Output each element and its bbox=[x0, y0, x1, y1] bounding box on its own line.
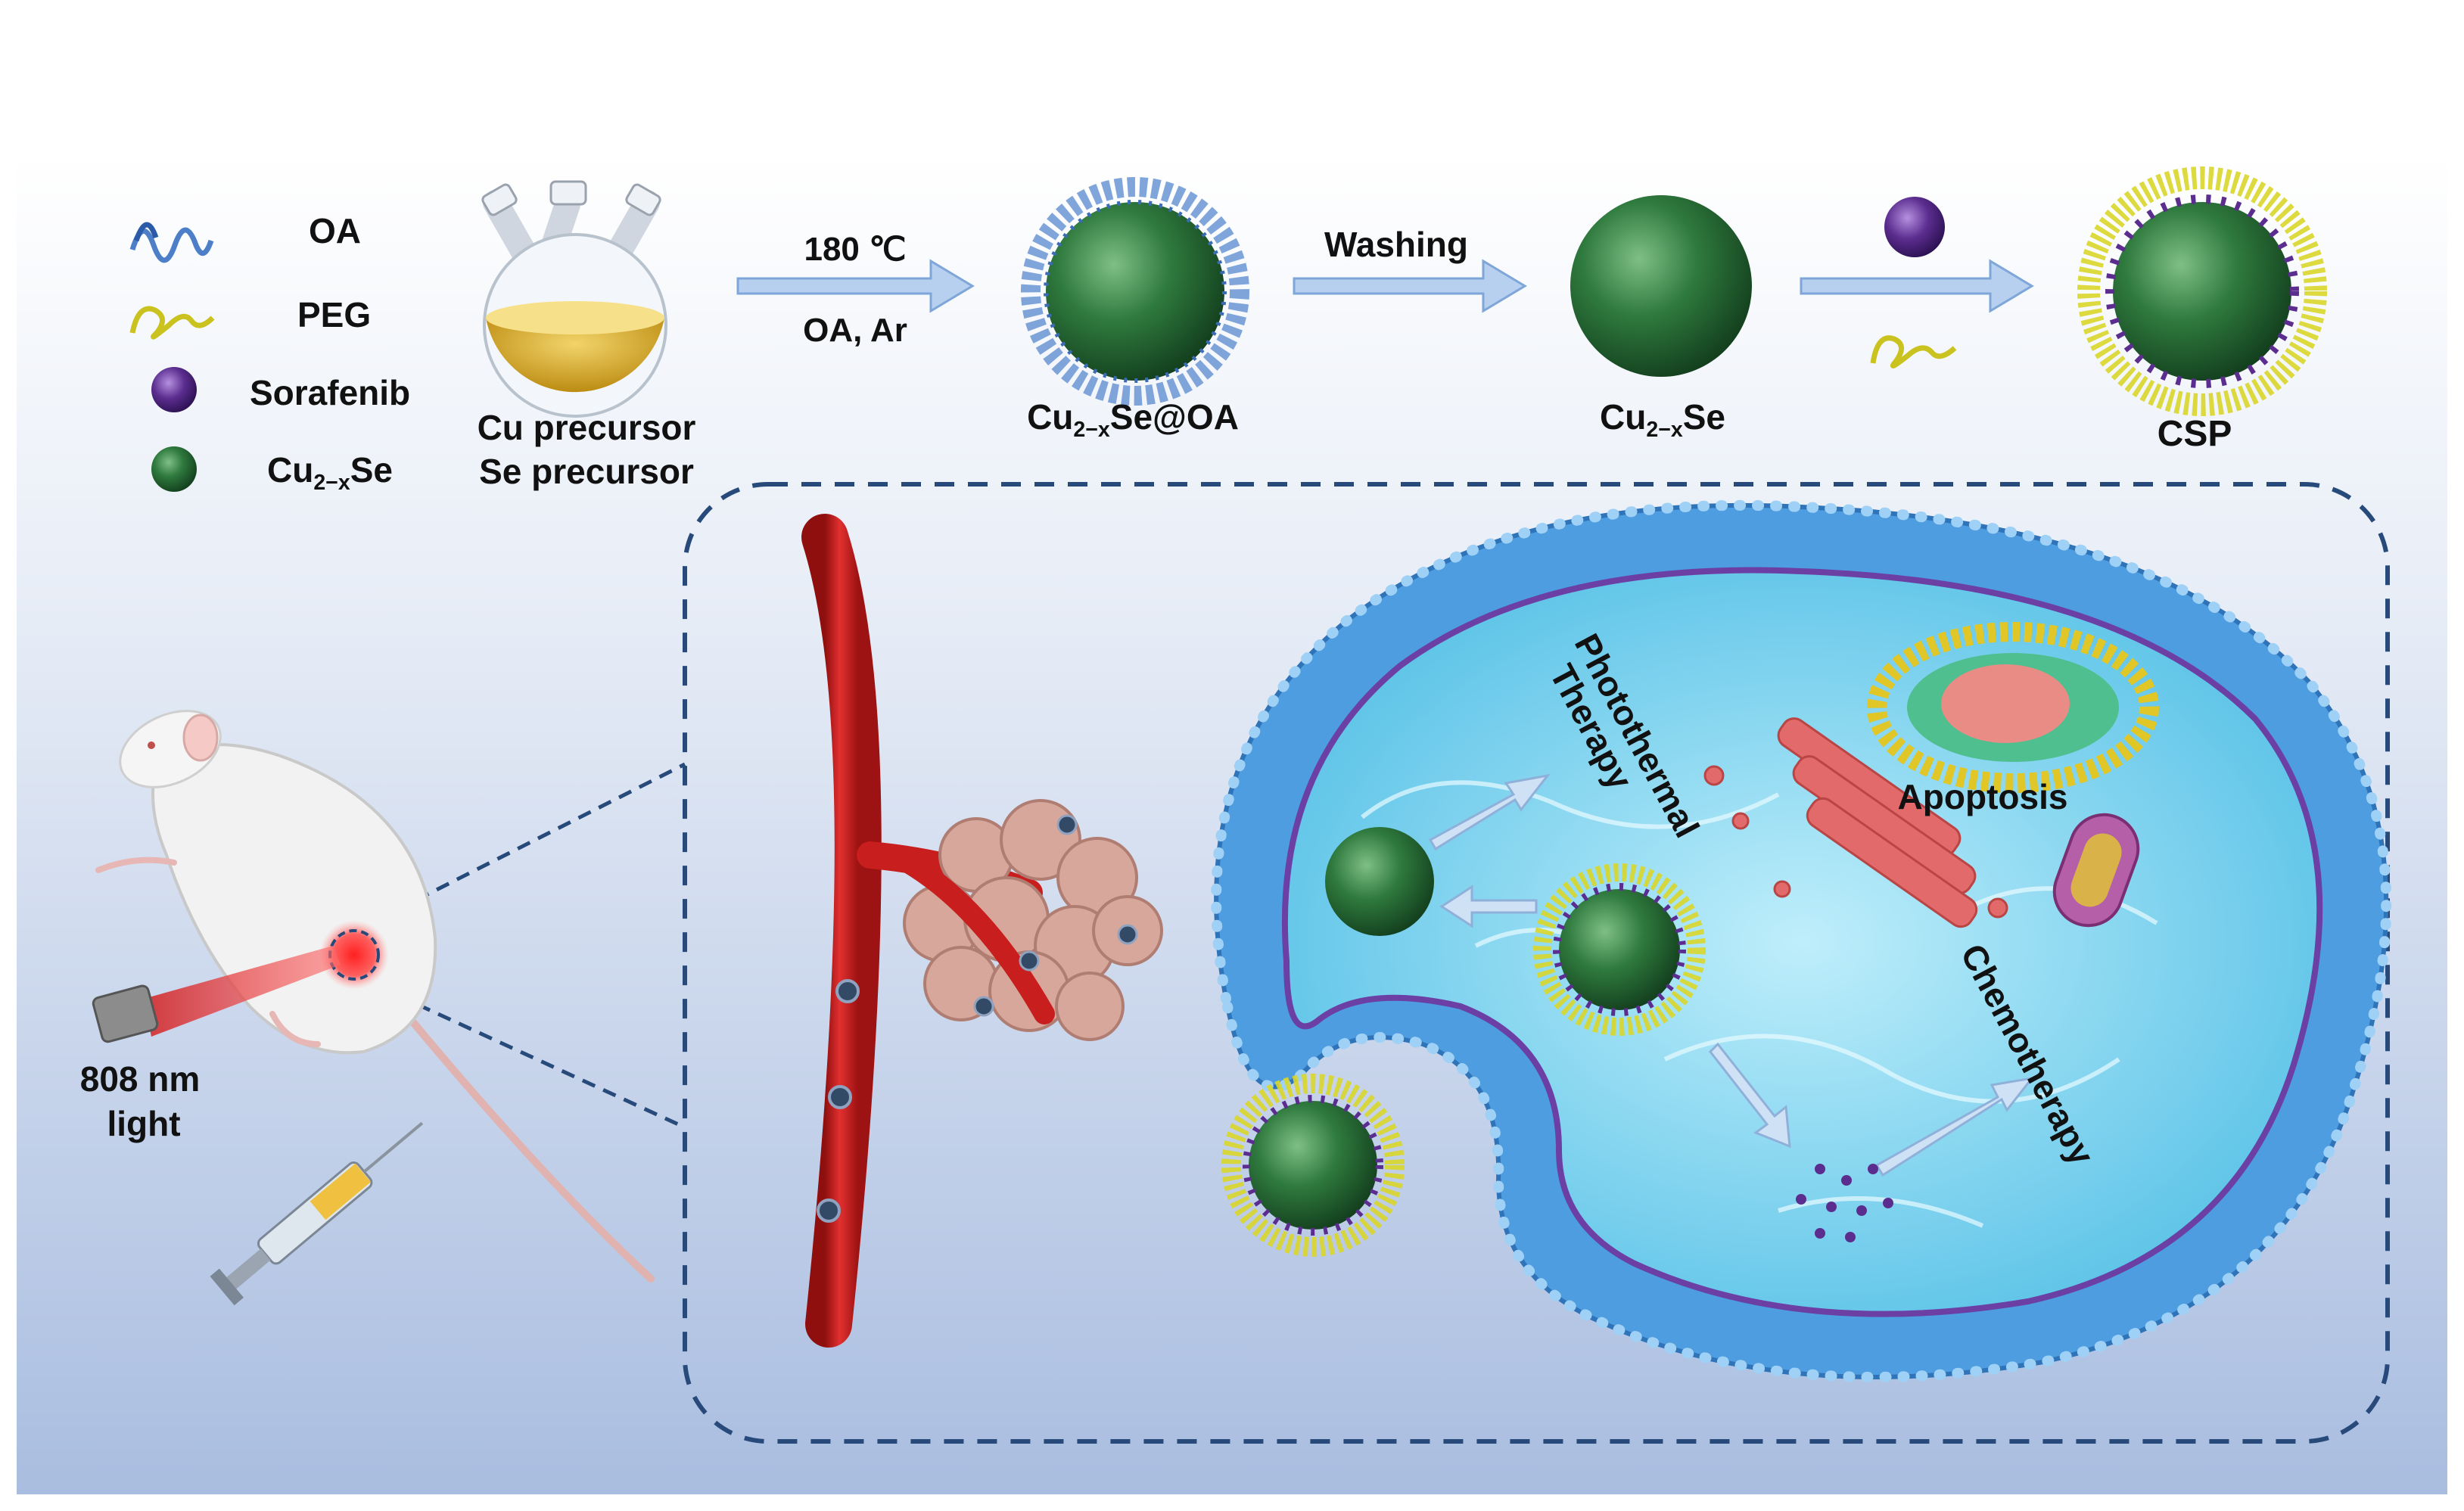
csp-intracellular-icon bbox=[1533, 863, 1706, 1036]
step1-condition-bottom: OA, Ar bbox=[803, 312, 907, 349]
sorafenib-reagent-icon bbox=[1884, 197, 1945, 257]
tumor-nanoparticles bbox=[973, 814, 1138, 1017]
legend-peg-label: PEG bbox=[297, 295, 372, 334]
product1-label: Cu2−xSe@OA bbox=[1027, 397, 1239, 442]
csp-internalizing-icon bbox=[1221, 1074, 1405, 1257]
peg-icon bbox=[129, 306, 215, 340]
sorafenib-icon bbox=[151, 367, 197, 412]
syringe-icon bbox=[210, 1121, 424, 1306]
laser-icon bbox=[92, 946, 341, 1043]
tumor-cluster-icon bbox=[903, 799, 1163, 1041]
step1-condition-top: 180 ℃ bbox=[804, 231, 907, 268]
arrow-step2 bbox=[1293, 259, 1527, 313]
zoom-frame bbox=[683, 482, 2390, 1444]
three-neck-flask-icon bbox=[481, 180, 667, 418]
legend-cu2xse-label: Cu2−xSe bbox=[267, 450, 393, 495]
csp-nanoparticle-icon bbox=[2077, 166, 2327, 416]
peg-reagent-icon bbox=[1870, 335, 1957, 368]
legend-oa-label: OA bbox=[309, 211, 361, 250]
flask-label-line2: Se precursor bbox=[479, 452, 694, 491]
released-sorafenib-icon bbox=[1796, 1164, 1893, 1242]
zoom-line-top bbox=[354, 762, 686, 933]
step2-condition: Washing bbox=[1324, 225, 1468, 264]
cu2xse-nanoparticle-icon bbox=[1570, 195, 1752, 377]
flask-label-line1: Cu precursor bbox=[477, 408, 696, 447]
product2-label: Cu2−xSe bbox=[1600, 397, 1725, 442]
mitochondrion-icon bbox=[2052, 813, 2140, 928]
cell-arrows bbox=[1428, 773, 2035, 1177]
legend-sorafenib-label: Sorafenib bbox=[250, 373, 411, 412]
oa-icon bbox=[129, 222, 214, 263]
nucleus-icon bbox=[1867, 622, 2159, 793]
vessel-branch bbox=[898, 852, 1055, 1024]
apoptosis-label: Apoptosis bbox=[1897, 777, 2068, 816]
cu2xse-oa-nanoparticle-icon bbox=[1021, 177, 1249, 406]
cu2xse-icon bbox=[151, 446, 197, 492]
light-label-line2: light bbox=[107, 1104, 181, 1143]
light-label-line1: 808 nm bbox=[79, 1059, 201, 1099]
zoom-line-bottom bbox=[354, 974, 686, 1130]
endoplasmic-reticulum-icon bbox=[1703, 717, 2008, 928]
product3-label: CSP bbox=[2157, 414, 2232, 454]
arrow-step1 bbox=[736, 259, 975, 313]
arrow-step3 bbox=[1800, 259, 2034, 313]
cu2xse-released-icon bbox=[1325, 827, 1434, 936]
